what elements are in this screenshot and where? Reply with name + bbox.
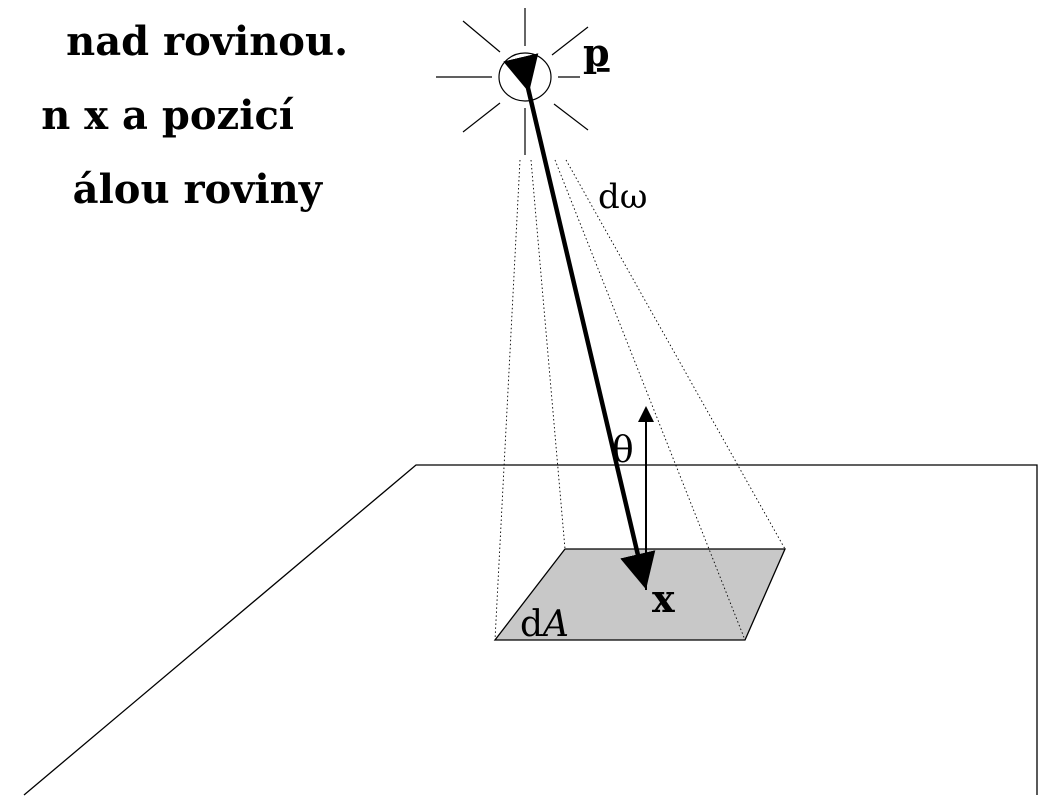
text-line-2-bold-x: x xyxy=(84,92,109,139)
area-label-d: d xyxy=(520,604,543,645)
light-point-label: p xyxy=(583,30,610,75)
plane-outline xyxy=(23,464,1038,796)
light-direction-arrow xyxy=(503,53,656,590)
text-line-2: n x a pozicí xyxy=(41,96,294,136)
area-label: dA xyxy=(520,604,569,645)
sun-icon xyxy=(436,8,589,155)
text-line-2-prefix: n xyxy=(41,92,85,139)
slide-text: nad rovinou. n x a pozicí álou roviny xyxy=(0,0,420,240)
text-line-2-suffix: a pozicí xyxy=(108,92,294,139)
area-label-a: A xyxy=(540,604,569,645)
solid-angle-label: dω xyxy=(598,177,648,217)
text-line-3: álou roviny xyxy=(72,166,322,213)
surface-point-label: x xyxy=(652,576,675,621)
angle-label: θ xyxy=(612,430,634,471)
text-line-1: nad rovinou. xyxy=(66,18,348,65)
